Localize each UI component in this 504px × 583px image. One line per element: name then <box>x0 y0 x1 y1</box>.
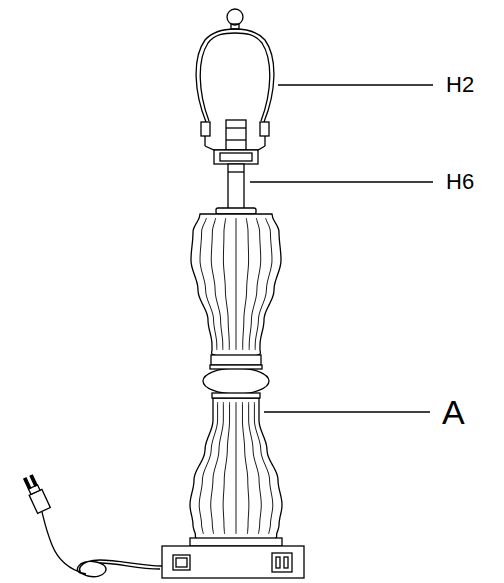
socket-ring <box>226 139 246 140</box>
ring <box>203 368 269 394</box>
plug-prong <box>24 478 31 489</box>
fluting <box>211 402 224 534</box>
usb-slot <box>284 557 288 568</box>
collar <box>211 355 261 365</box>
fluting <box>249 218 261 350</box>
finial-stem <box>231 24 239 29</box>
switch-rocker <box>176 558 187 567</box>
fluting <box>242 402 248 534</box>
part-label: A <box>442 395 465 429</box>
socket-ring <box>226 127 246 128</box>
ring-lip <box>212 393 260 398</box>
fluting <box>223 402 229 534</box>
usb-slot <box>276 557 280 568</box>
top-cap <box>216 208 256 214</box>
fluting <box>243 218 249 350</box>
neck-pipe <box>228 164 244 210</box>
fluting <box>236 402 237 534</box>
leader-line <box>278 84 433 85</box>
fluting <box>223 218 229 350</box>
leader-line <box>264 411 430 412</box>
harp-tip <box>260 122 269 136</box>
lower-body <box>190 398 282 542</box>
plug <box>22 474 50 513</box>
harp-leg <box>264 136 265 146</box>
lamp-body <box>190 214 282 542</box>
fluting <box>236 218 237 350</box>
part-label: H2 <box>446 74 474 96</box>
harp-tip <box>201 122 210 136</box>
harp-saddle <box>214 150 258 164</box>
power-cord <box>100 563 160 569</box>
harp-inner <box>200 33 270 121</box>
harp-saddle-inner <box>220 153 252 161</box>
power-cord <box>42 512 162 577</box>
finial <box>227 9 243 25</box>
collar-lip <box>210 365 262 369</box>
fluting <box>249 402 262 534</box>
usb-port <box>272 553 292 572</box>
neck-ring <box>228 171 244 172</box>
part-label: H6 <box>446 171 474 193</box>
socket <box>226 120 246 150</box>
plug-prong <box>30 475 37 486</box>
leader-line <box>250 181 433 182</box>
harp <box>196 29 274 122</box>
fluting <box>211 218 223 350</box>
base <box>162 546 304 578</box>
fluting <box>255 218 272 350</box>
harp-leg <box>204 136 205 146</box>
base-plinth <box>190 538 282 546</box>
switch <box>173 555 190 570</box>
upper-body <box>191 214 281 357</box>
fluting <box>254 402 272 534</box>
